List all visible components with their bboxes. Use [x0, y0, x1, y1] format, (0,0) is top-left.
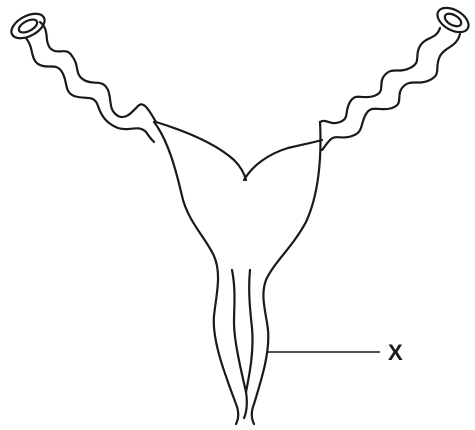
right-oviduct — [320, 28, 460, 150]
cervix-right — [246, 270, 253, 392]
uterus-right-wall — [252, 122, 321, 424]
left-oviduct — [26, 22, 156, 142]
uterus-left-wall — [154, 122, 238, 424]
cervix-left — [232, 270, 247, 418]
uterus-fundus-right — [244, 140, 322, 180]
label-x: X — [388, 340, 403, 365]
